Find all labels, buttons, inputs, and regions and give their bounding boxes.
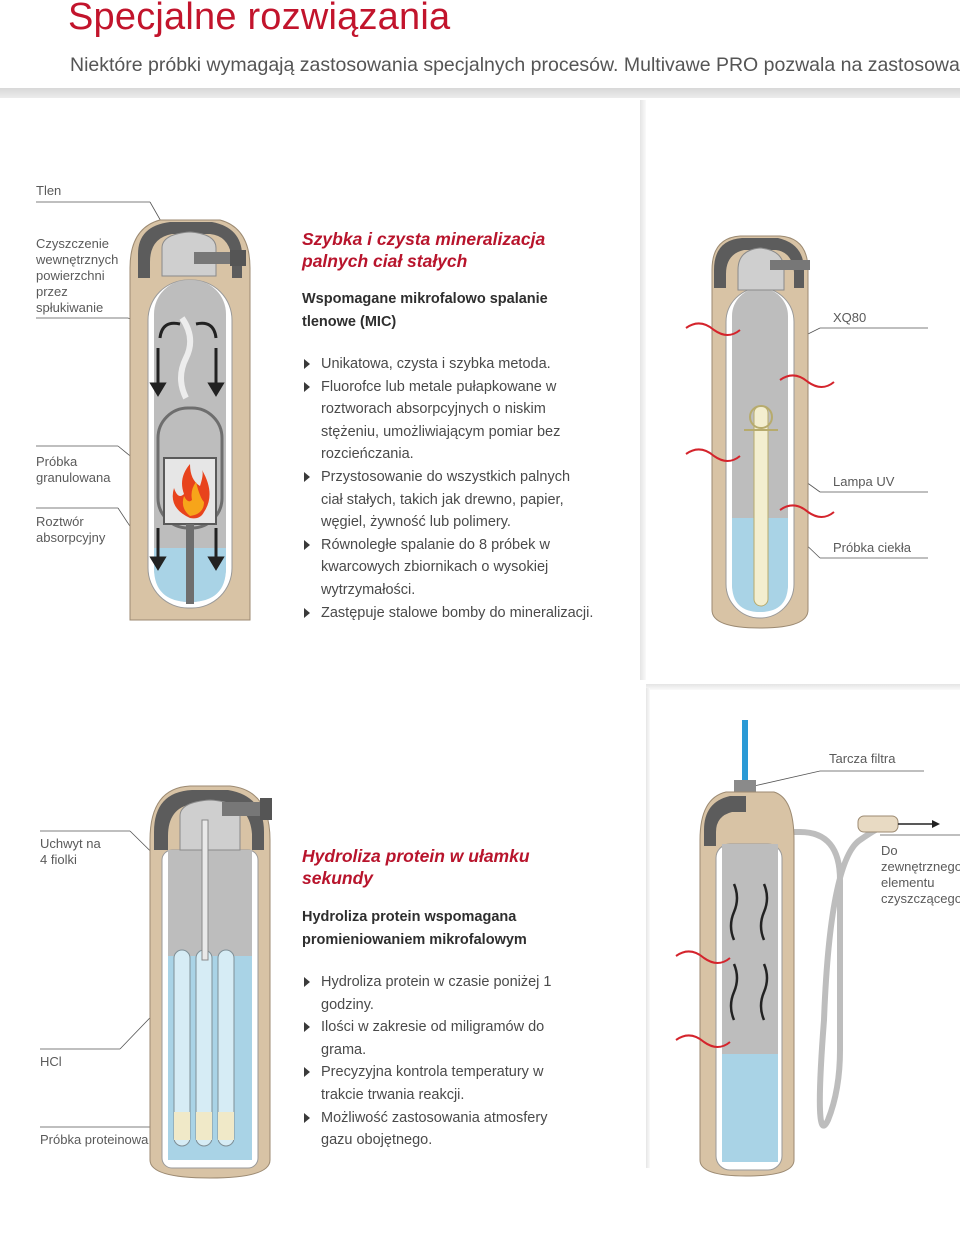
bullet-line: Zastępuje stalowe bomby do mineralizacji…: [321, 604, 594, 621]
bullet-line: Unikatowa, czysta i szybka metoda.: [321, 356, 551, 372]
bullet-item: Hydroliza protein w czasie poniżej 1 god…: [302, 971, 552, 1016]
bullet-item: Fluorofce lub metale pułapkowane w roztw…: [302, 376, 593, 466]
subtitle-line: Wspomagane mikrofalowo spalanie: [302, 291, 548, 307]
bullet-item: Unikatowa, czysta i szybka metoda.: [302, 353, 593, 376]
label-line: absorpcyjny: [36, 530, 106, 545]
panel-divider: [646, 684, 960, 690]
mic-bullet-list: Unikatowa, czysta i szybka metoda. Fluor…: [302, 353, 593, 624]
bullet-item: Precyzyjna kontrola temperatury w trakci…: [302, 1061, 552, 1106]
title-line: sekundy: [302, 868, 373, 888]
bullet-line: kwarcowych zbiornikach o wysokiej: [321, 559, 549, 576]
bullet-arrow-icon: [304, 1112, 310, 1123]
hydro-subtitle: Hydroliza protein wspomagana promieniowa…: [302, 906, 527, 952]
label-probka-proteinowa: Próbka proteinowa: [40, 1132, 149, 1147]
mic-title: Szybka i czysta mineralizacja palnych ci…: [302, 228, 545, 272]
bullet-line: węgiel, żywność lub polimery.: [321, 514, 511, 531]
label-line: Do zewnętrznego: [881, 843, 960, 874]
label-line: czyszczącego: [881, 891, 960, 906]
bullet-item: Ilości w zakresie od miligramów do grama…: [302, 1016, 552, 1061]
label-line: granulowana: [36, 470, 111, 485]
label-do-zewnetrznego: Do zewnętrznego elementu czyszczącego: [881, 843, 960, 907]
bullet-arrow-icon: [304, 381, 310, 392]
hydro-vessel-illustration: [149, 785, 272, 1179]
label-uchwyt: Uchwyt na 4 fiolki: [40, 836, 101, 868]
panel-divider: [640, 100, 646, 680]
bullet-arrow-icon: [304, 607, 310, 618]
label-tlen: Tlen: [36, 183, 62, 198]
subtitle-line: Hydroliza protein wspomagana: [302, 909, 517, 925]
bullet-line: roztworach absorpcyjnych o niskim: [321, 401, 546, 418]
bullet-line: gazu obojętnego.: [321, 1132, 433, 1149]
title-line: Szybka i czysta mineralizacja: [302, 229, 546, 249]
bullet-line: godziny.: [321, 996, 374, 1013]
label-line: wewnętrznych: [36, 252, 119, 267]
bullet-arrow-icon: [304, 471, 310, 482]
label-line: Uchwyt na: [40, 836, 101, 851]
bullet-line: rozcieńczania.: [321, 446, 414, 463]
bullet-line: grama.: [321, 1041, 367, 1058]
bullet-arrow-icon: [304, 977, 310, 987]
label-line: przez: [36, 284, 68, 299]
page-subtitle: Niektóre próbki wymagają zastosowania sp…: [70, 54, 960, 76]
panel-divider: [646, 688, 650, 1168]
bullet-arrow-icon: [304, 539, 310, 550]
bullet-line: Hydroliza protein w czasie poniżej 1: [321, 974, 552, 990]
label-lampa-uv: Lampa UV: [833, 474, 895, 489]
label-line: Roztwór: [36, 514, 84, 529]
label-hcl: HCl: [40, 1054, 62, 1069]
header-divider: [0, 88, 960, 98]
label-line: spłukiwanie: [36, 300, 104, 315]
bullet-line: ciał stałych, takich jak drewno, papier,: [321, 491, 564, 508]
page-title: Specjalne rozwiązania: [68, 0, 451, 38]
bullet-line: Przystosowanie do wszystkich palnych: [321, 468, 571, 485]
bullet-line: stężeniu, umożliwiającym pomiar bez: [321, 423, 561, 440]
bullet-arrow-icon: [304, 1067, 310, 1078]
bullet-item: Możliwość zastosowania atmosfery gazu ob…: [302, 1107, 552, 1152]
label-czyszczenie: Czyszczenie wewnętrznych powierzchni prz…: [36, 236, 118, 316]
bullet-line: Możliwość zastosowania atmosfery: [321, 1109, 548, 1126]
subtitle-line: tlenowe (MIC): [302, 314, 397, 330]
label-line: Próbka: [36, 454, 78, 469]
bullet-item: Równoległe spalanie do 8 próbek w kwarco…: [302, 534, 593, 602]
label-line: 4 fiolki: [40, 852, 77, 867]
bullet-line: Fluorofce lub metale pułapkowane w: [321, 378, 557, 395]
label-probka-granulowana: Próbka granulowana: [36, 454, 110, 486]
bullet-arrow-icon: [304, 1022, 310, 1033]
bullet-line: Precyzyjna kontrola temperatury w: [321, 1064, 544, 1081]
label-roztwor: Roztwór absorpcyjny: [36, 514, 105, 546]
label-probka-ciekla: Próbka ciekła: [833, 540, 912, 555]
bullet-line: trakcie trwania reakcji.: [321, 1086, 465, 1103]
mic-subtitle: Wspomagane mikrofalowo spalanie tlenowe …: [302, 288, 548, 334]
bullet-item: Zastępuje stalowe bomby do mineralizacji…: [302, 602, 593, 625]
label-tarcza-filtra: Tarcza filtra: [829, 751, 896, 766]
subtitle-line: promieniowaniem mikrofalowym: [302, 932, 527, 948]
hydro-bullet-list: Hydroliza protein w czasie poniżej 1 god…: [302, 971, 552, 1152]
filter-vessel-illustration: [675, 720, 940, 1177]
bullet-line: Równoległe spalanie do 8 próbek w: [321, 536, 550, 553]
hydro-title: Hydroliza protein w ułamku sekundy: [302, 845, 530, 889]
label-xq80: XQ80: [833, 310, 867, 325]
mic-vessel-illustration: [129, 219, 251, 621]
bullet-item: Przystosowanie do wszystkich palnych cia…: [302, 466, 593, 534]
bullet-line: wytrzymałości.: [321, 581, 416, 598]
label-line: elementu: [881, 875, 935, 890]
uv-vessel-illustration: [685, 235, 835, 629]
label-line: powierzchni: [36, 268, 105, 283]
bullet-line: Ilości w zakresie od miligramów do: [321, 1019, 545, 1036]
bullet-arrow-icon: [304, 359, 310, 369]
label-line: Czyszczenie: [36, 236, 109, 251]
title-line: palnych ciał stałych: [302, 251, 468, 271]
title-line: Hydroliza protein w ułamku: [302, 846, 530, 866]
